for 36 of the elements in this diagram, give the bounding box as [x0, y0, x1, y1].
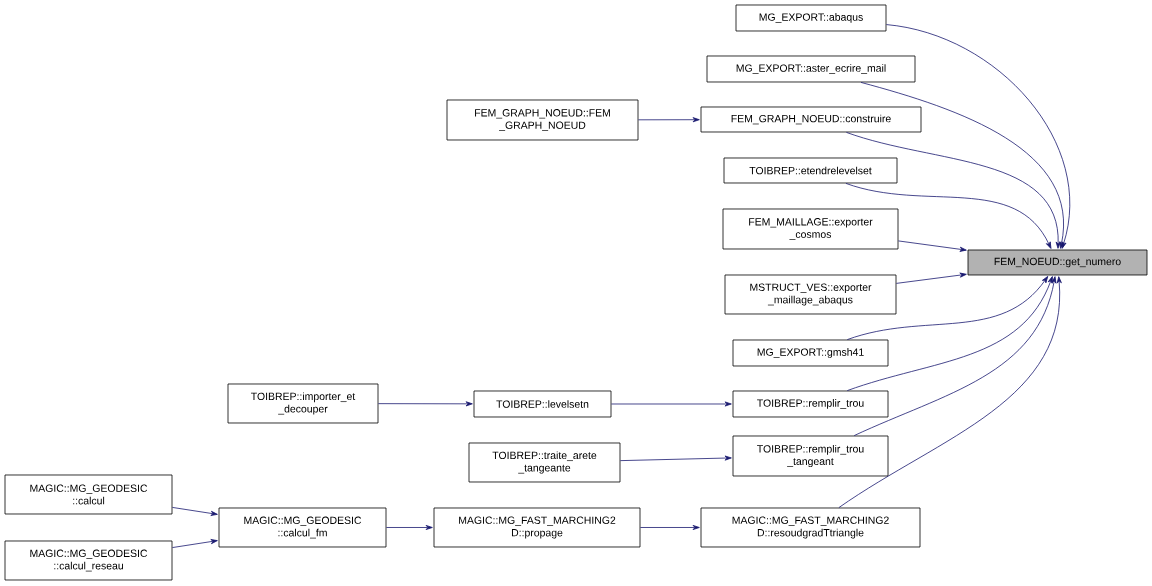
function-box: TOIBREP::remplir_trou [732, 390, 889, 418]
arrow [638, 117, 700, 123]
function-box: MAGIC::MG_GEODESIC ::calcul [4, 474, 173, 515]
function-box: FEM_MAILLAGE::exporter _cosmos [722, 208, 899, 250]
function-box: MG_EXPORT::aster_ecrire_mail [706, 55, 916, 83]
function-box: MAGIC::MG_FAST_MARCHING2 D::resoudgradTtriangle [700, 507, 921, 548]
arrow [611, 401, 732, 407]
arrow [846, 276, 1049, 340]
arrow [846, 276, 1053, 391]
arrow [898, 240, 967, 252]
highlighted-function-box: FEM_NOEUD::get_numero [967, 249, 1148, 276]
function-box: MG_EXPORT::gmsh41 [732, 339, 889, 367]
function-box: TOIBREP::importer_et _decouper [227, 383, 379, 424]
arrow [386, 525, 433, 530]
function-box: MSTRUCT_VES::exporter _maillage_abaqus [724, 274, 897, 315]
arrow [378, 401, 473, 407]
function-box: TOIBREP::levelsetn [473, 390, 612, 418]
function-box: FEM_GRAPH_NOEUD::FEM _GRAPH_NOEUD [446, 99, 639, 141]
arrow [896, 272, 967, 284]
function-box: TOIBREP::remplir_trou _tangeant [732, 435, 889, 477]
arrow [845, 183, 1052, 249]
arrow [846, 132, 1061, 249]
arrow [172, 539, 218, 548]
function-box: MAGIC::MG_GEODESIC ::calcul_fm [218, 507, 387, 548]
arrow [640, 525, 700, 530]
function-box: MAGIC::MG_GEODESIC ::calcul_reseau [4, 540, 173, 581]
function-box: MG_EXPORT::abaqus [735, 4, 887, 32]
function-box: TOIBREP::traite_arete _tangeante [468, 442, 621, 483]
arrow [838, 276, 1062, 508]
arrow [172, 507, 218, 516]
arrow [860, 82, 1065, 249]
function-box: TOIBREP::etendrelevelset [723, 157, 898, 184]
arrow [620, 455, 732, 462]
arrow [886, 24, 1070, 249]
function-box: MAGIC::MG_FAST_MARCHING2 D::propage [433, 507, 641, 548]
function-box: FEM_GRAPH_NOEUD::construire [700, 106, 922, 133]
